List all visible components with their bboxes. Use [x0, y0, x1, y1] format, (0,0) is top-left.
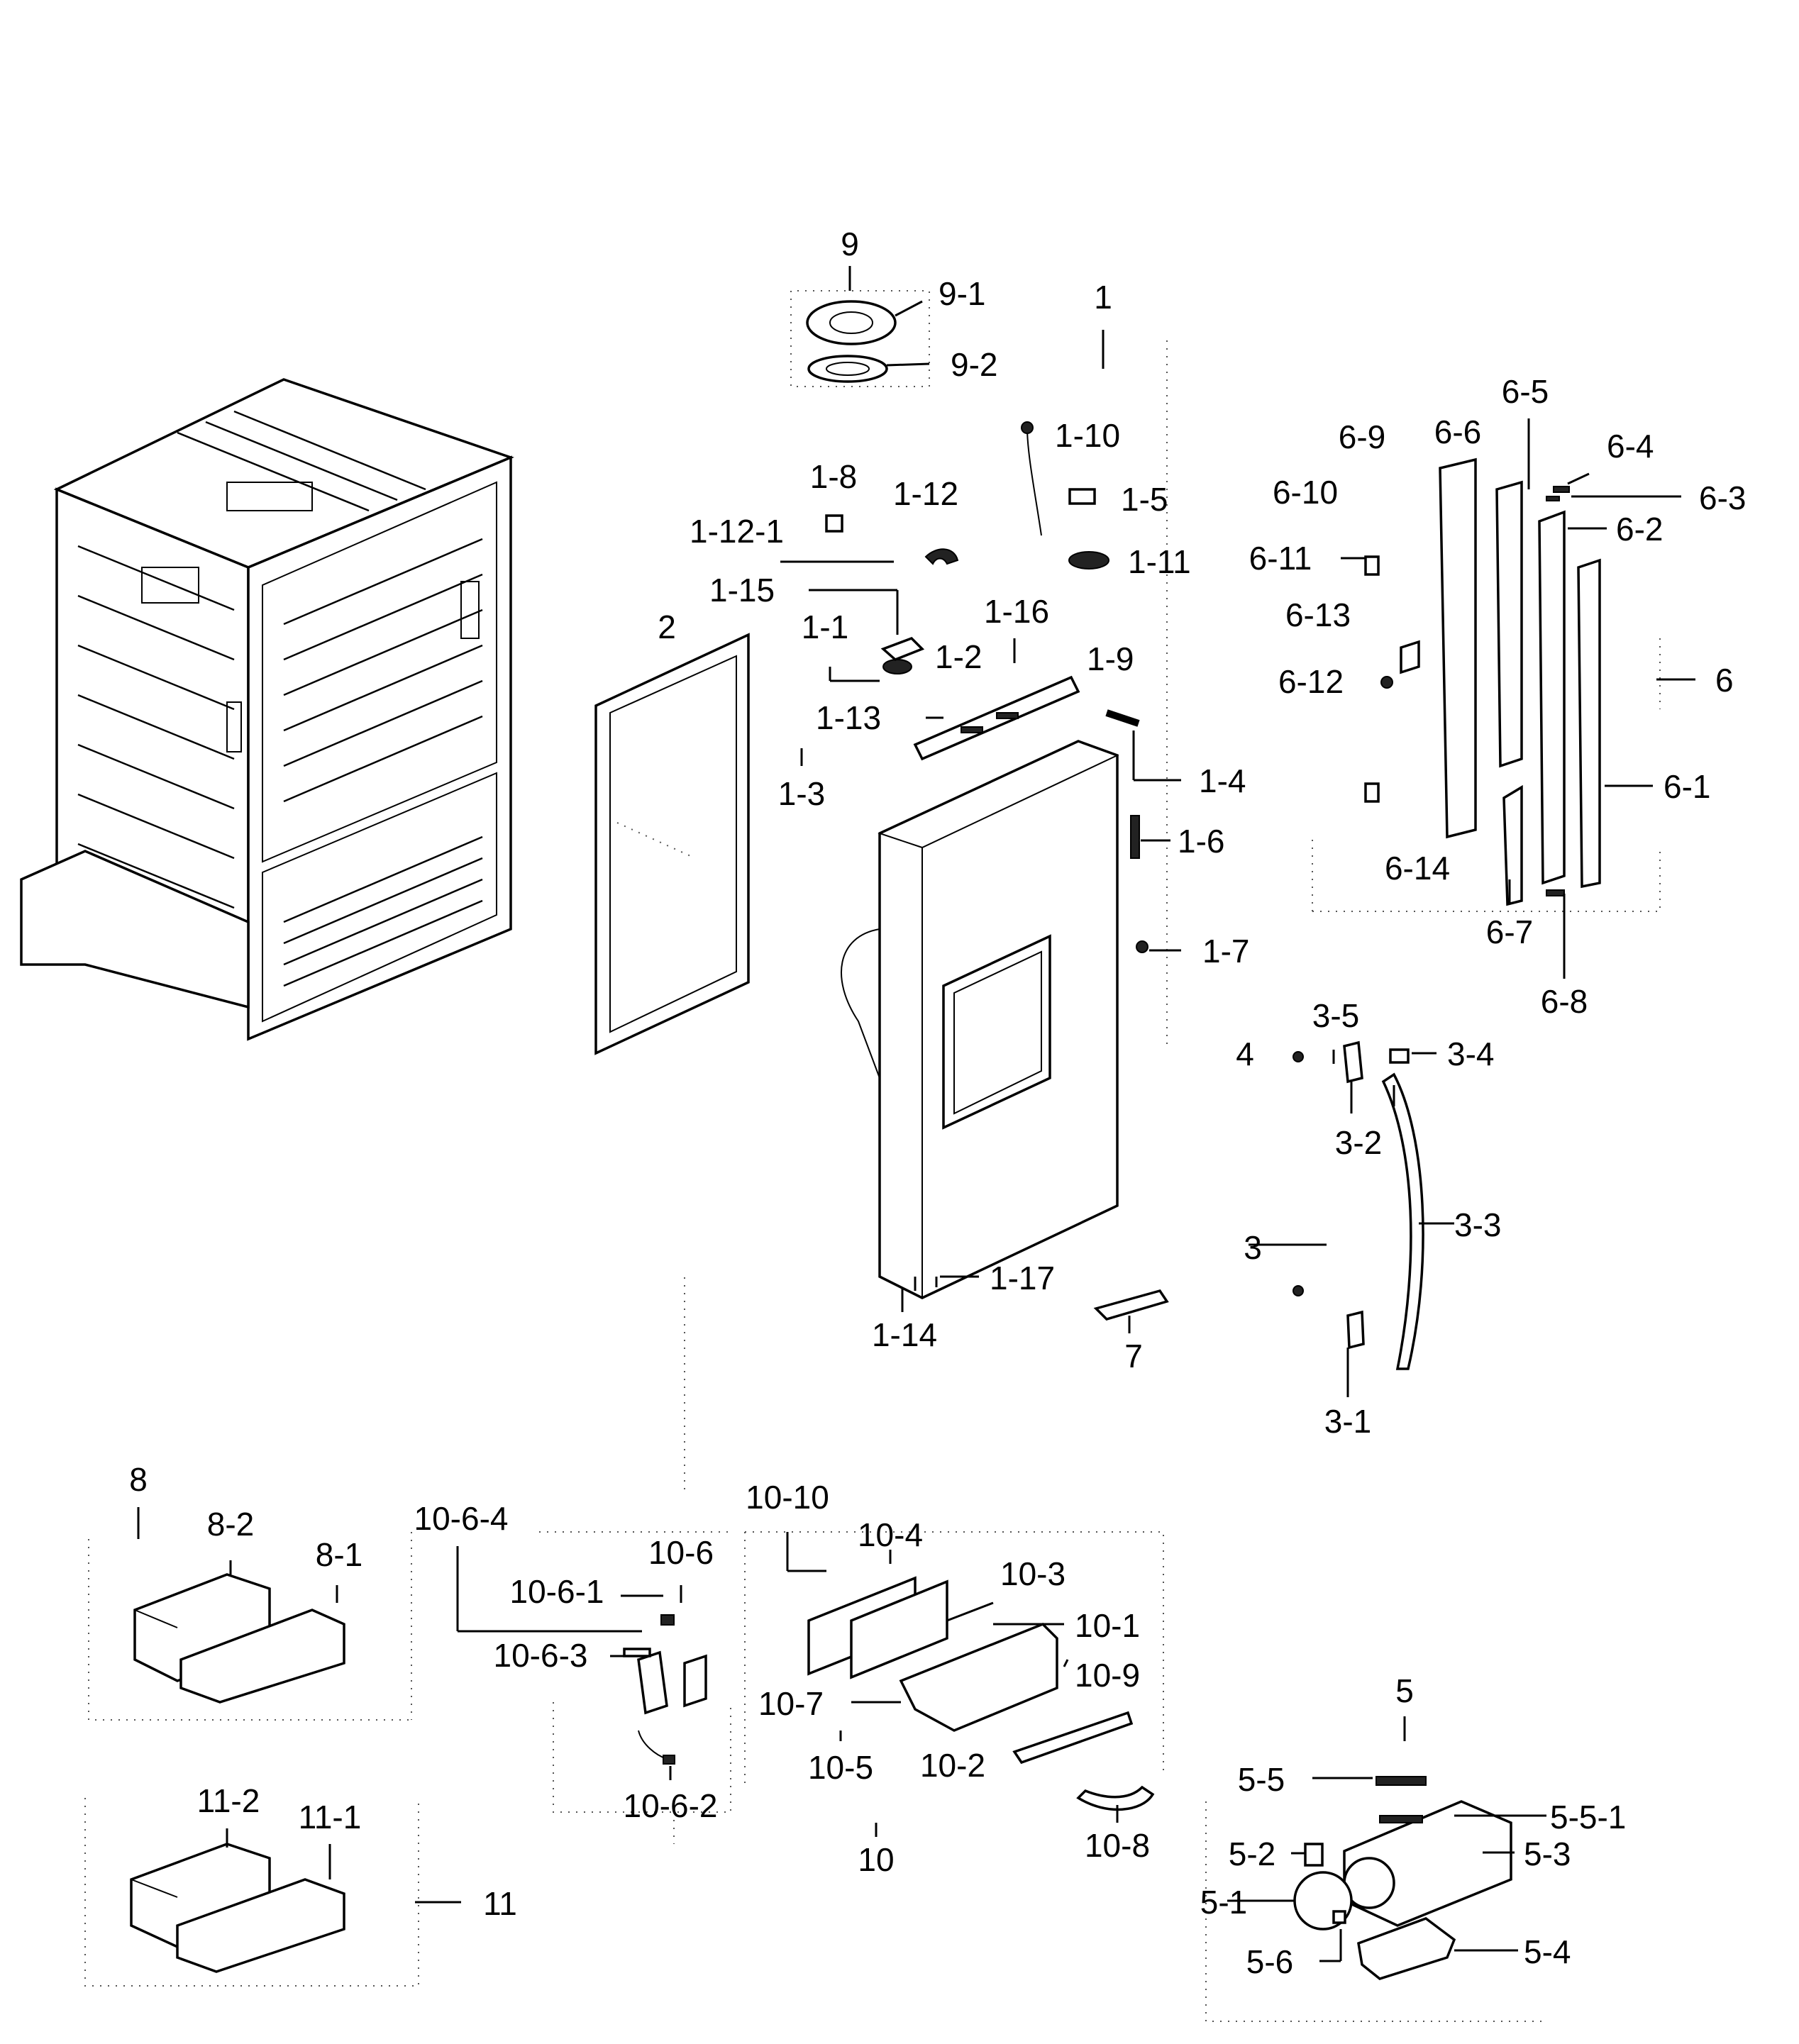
- callout-label: 1: [1094, 279, 1112, 316]
- callout-label: 10-3: [1000, 1555, 1065, 1592]
- item-5-drawing: [1293, 1776, 1512, 1980]
- callout-label: 8-2: [207, 1506, 254, 1543]
- callout-label: 6-5: [1502, 373, 1549, 410]
- callout-label: 1-2: [935, 638, 982, 675]
- item-10-drawing: [623, 1576, 1155, 1811]
- callout-label: 10-4: [858, 1516, 923, 1553]
- item-8-drawing: [133, 1573, 345, 1704]
- callout-label: 1-9: [1087, 640, 1134, 677]
- callout-label: 3-1: [1324, 1403, 1371, 1440]
- callout-label: 6-12: [1278, 663, 1344, 700]
- callout-label: 5: [1395, 1672, 1414, 1709]
- item-3-drawing: [1292, 1040, 1424, 1370]
- callout-label: 1-7: [1202, 933, 1249, 970]
- callout-label: 1-1: [802, 609, 848, 645]
- callout-label: 6-13: [1285, 596, 1351, 633]
- callout-label: 11-1: [299, 1799, 362, 1835]
- door-assembly-drawing: [825, 421, 1148, 1305]
- callout-label: 1-17: [990, 1260, 1055, 1296]
- callout-label: 1-8: [810, 458, 857, 495]
- callout-label: 5-2: [1229, 1835, 1275, 1872]
- callout-label: 10-5: [808, 1749, 873, 1786]
- item-9-drawing: [806, 300, 897, 383]
- callout-label: 3-3: [1454, 1206, 1501, 1243]
- callout-label: 3-5: [1312, 997, 1359, 1034]
- callout-label: 10: [858, 1841, 894, 1878]
- callout-label: 6-14: [1385, 850, 1450, 887]
- callout-label: 5-3: [1524, 1835, 1571, 1872]
- callout-label: 10-6: [648, 1534, 714, 1571]
- callout-label: 6-3: [1699, 479, 1746, 516]
- callout-label: 6-2: [1616, 511, 1663, 548]
- callout-label: 6: [1715, 662, 1734, 699]
- callout-label: 6-6: [1434, 413, 1481, 450]
- callout-label: 1-5: [1121, 481, 1168, 518]
- callout-label: 10-2: [920, 1747, 985, 1784]
- callout-label: 4: [1236, 1035, 1254, 1072]
- callout-label: 1-12: [893, 475, 958, 512]
- callout-label: 3-2: [1335, 1124, 1382, 1161]
- callout-label: 2: [658, 609, 676, 645]
- callout-label: 1-4: [1199, 762, 1246, 799]
- item-6-drawing: [1364, 457, 1601, 906]
- callout-label: 3-4: [1447, 1035, 1494, 1072]
- callout-label: 3: [1244, 1229, 1262, 1266]
- callout-label: 1-3: [778, 775, 825, 812]
- cabinet-drawing: [20, 378, 514, 1041]
- group-outlines: [84, 290, 1661, 2022]
- callout-label: 11-2: [197, 1782, 260, 1819]
- callout-label: 10-6-4: [414, 1500, 509, 1537]
- callout-label: 5-1: [1200, 1884, 1247, 1921]
- callout-label: 6-4: [1607, 428, 1654, 465]
- item-11-drawing: [130, 1843, 345, 1973]
- callout-label: 10-10: [746, 1479, 829, 1516]
- callout-label: 6-9: [1339, 418, 1385, 455]
- callout-label: 6-1: [1664, 768, 1710, 805]
- callout-label: 9: [841, 226, 859, 262]
- callout-label: 11: [483, 1885, 517, 1922]
- callout-label: 1-12-1: [690, 513, 784, 550]
- callout-label: 8: [129, 1461, 148, 1498]
- callout-label: 1-10: [1055, 417, 1120, 454]
- callout-label: 10-8: [1085, 1827, 1150, 1864]
- callout-label: 9-1: [939, 275, 985, 312]
- callout-label: 1-15: [709, 572, 775, 609]
- callout-label: 9-2: [951, 346, 997, 383]
- callout-label: 5-5-1: [1550, 1799, 1626, 1835]
- callout-label: 10-1: [1075, 1607, 1140, 1644]
- callout-label: 1-11: [1128, 543, 1191, 580]
- leader-lines: [137, 266, 1695, 1962]
- callout-label: 5-5: [1238, 1761, 1285, 1798]
- callout-label: 1-14: [872, 1316, 937, 1353]
- item-7-drawing: [1093, 1289, 1169, 1321]
- door-gasket-drawing: [594, 633, 750, 1055]
- callout-label: 8-1: [316, 1536, 362, 1573]
- callout-label: 10-9: [1075, 1657, 1140, 1694]
- callout-label: 6-7: [1486, 913, 1533, 950]
- callout-label: 6-11: [1249, 540, 1312, 577]
- callout-label: 1-16: [984, 593, 1049, 630]
- callout-label: 5-6: [1246, 1943, 1293, 1980]
- callout-label: 7: [1124, 1338, 1143, 1374]
- callout-label: 10-6-3: [494, 1637, 588, 1674]
- callout-label: 5-4: [1524, 1933, 1571, 1970]
- callout-label: 10-6-2: [624, 1787, 718, 1824]
- callout-label: 10-7: [758, 1685, 824, 1722]
- callout-label: 1-6: [1178, 823, 1224, 860]
- callout-labels: 9 9-1 9-2 1 1-10 1-5 1-11 1-8 1-12 1-12-…: [129, 226, 1746, 1980]
- callout-label: 1-13: [816, 699, 881, 736]
- callout-label: 6-10: [1273, 474, 1338, 511]
- callout-label: 10-6-1: [510, 1573, 604, 1610]
- callout-label: 6-8: [1541, 983, 1588, 1020]
